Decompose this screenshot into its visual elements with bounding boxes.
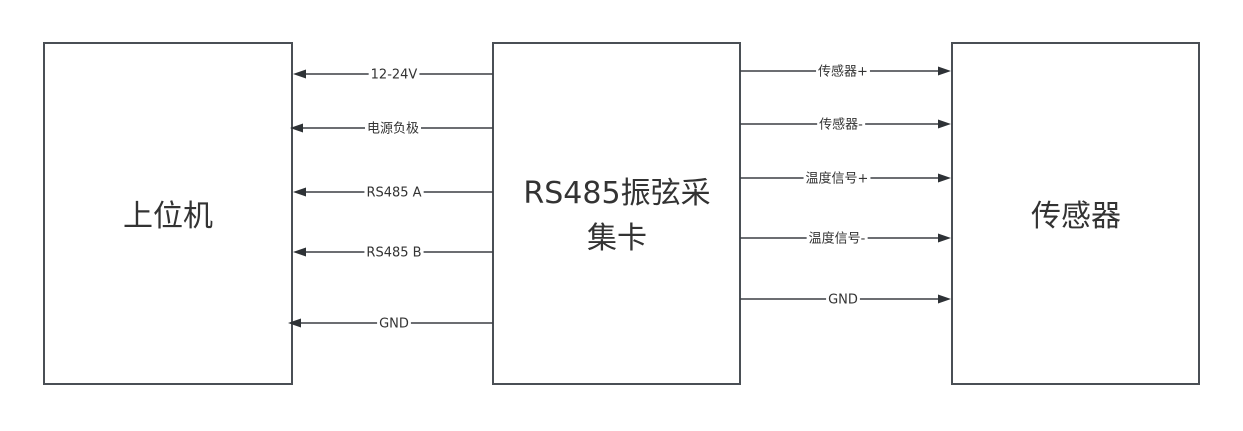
host-connections: 12-24V 电源负极 RS485 A RS485 B GND bbox=[288, 67, 493, 332]
label-background bbox=[364, 121, 422, 137]
sensor-label: 传感器 bbox=[1031, 199, 1121, 234]
label-background bbox=[364, 245, 424, 261]
label-background bbox=[803, 170, 871, 187]
connection-label: RS485 B bbox=[366, 246, 421, 261]
label-background bbox=[826, 292, 860, 308]
sensor-connection: GND bbox=[740, 292, 951, 308]
arrow-head-icon bbox=[938, 173, 951, 183]
host-connection: GND bbox=[288, 316, 493, 332]
acquisition-card-label-line1: RS485振弦采 bbox=[523, 176, 710, 211]
host-block bbox=[43, 42, 293, 385]
arrow-head-icon bbox=[293, 247, 306, 257]
sensor-block bbox=[951, 42, 1200, 385]
acquisition-card-label-line2: 集卡 bbox=[587, 221, 647, 256]
arrow-head-icon bbox=[938, 119, 951, 129]
arrow-head-icon bbox=[938, 66, 951, 76]
label-background bbox=[817, 116, 866, 133]
sensor-connection: 温度信号+ bbox=[740, 170, 951, 187]
arrow-head-icon bbox=[293, 69, 306, 79]
host-label: 上位机 bbox=[123, 199, 213, 234]
arrow-head-icon bbox=[293, 187, 306, 197]
connection-label: GND bbox=[828, 293, 858, 308]
arrow-head-icon bbox=[938, 294, 951, 304]
arrow-head-icon bbox=[288, 318, 301, 328]
label-background bbox=[806, 230, 868, 247]
acquisition-card-block bbox=[492, 42, 741, 385]
connection-label: GND bbox=[379, 317, 409, 332]
host-connection: 12-24V bbox=[293, 67, 493, 83]
label-background bbox=[364, 185, 424, 201]
sensor-connection: 传感器+ bbox=[740, 63, 951, 80]
connection-label: 温度信号+ bbox=[806, 171, 869, 187]
host-connection: RS485 A bbox=[293, 185, 493, 201]
sensor-connection: 温度信号- bbox=[740, 230, 951, 247]
label-background bbox=[816, 63, 870, 80]
host-connection: RS485 B bbox=[293, 245, 493, 261]
connection-label: 传感器- bbox=[819, 117, 863, 133]
arrow-head-icon bbox=[290, 123, 303, 133]
sensor-connection: 传感器- bbox=[740, 116, 951, 133]
connection-label: 12-24V bbox=[371, 68, 418, 83]
connection-label: 电源负极 bbox=[367, 122, 419, 137]
connection-label: 传感器+ bbox=[818, 64, 868, 80]
connection-label: 温度信号- bbox=[809, 231, 866, 247]
sensor-connections: 传感器+ 传感器- 温度信号+ 温度信号- GND bbox=[740, 63, 951, 308]
label-background bbox=[377, 316, 411, 332]
host-connection: 电源负极 bbox=[290, 121, 493, 137]
arrow-head-icon bbox=[938, 233, 951, 243]
label-background bbox=[368, 67, 420, 83]
connection-label: RS485 A bbox=[366, 186, 421, 201]
